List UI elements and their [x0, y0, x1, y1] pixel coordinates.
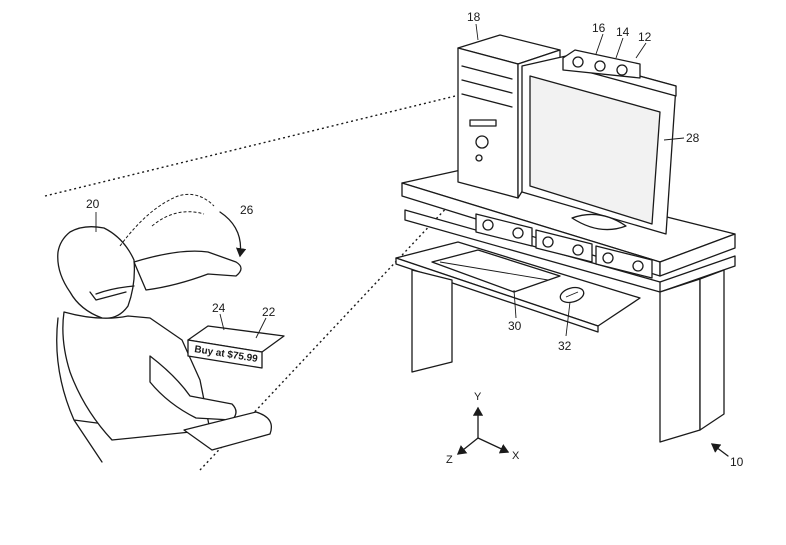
ref-label-20: 20	[86, 197, 100, 211]
ref-label-32: 32	[558, 339, 572, 353]
desk	[396, 168, 735, 442]
ref-label-18: 18	[467, 10, 481, 24]
ref-label-22: 22	[262, 305, 276, 319]
ref-label-12: 12	[638, 30, 652, 44]
product-box: Buy at $75.99	[188, 326, 284, 368]
coordinate-axes: Y X Z	[446, 391, 520, 466]
axis-y-label: Y	[474, 391, 482, 403]
axis-x-label: X	[512, 450, 520, 462]
ref-label-10: 10	[730, 455, 744, 469]
ref-label-14: 14	[616, 25, 630, 39]
ref-label-30: 30	[508, 319, 522, 333]
gesture-arc-arrow	[220, 212, 241, 256]
ref-label-16: 16	[592, 21, 606, 35]
ref-label-28: 28	[686, 131, 700, 145]
ref-label-24: 24	[212, 301, 226, 315]
person	[57, 194, 272, 462]
ref-label-26: 26	[240, 203, 254, 217]
axis-z-label: Z	[446, 454, 453, 466]
